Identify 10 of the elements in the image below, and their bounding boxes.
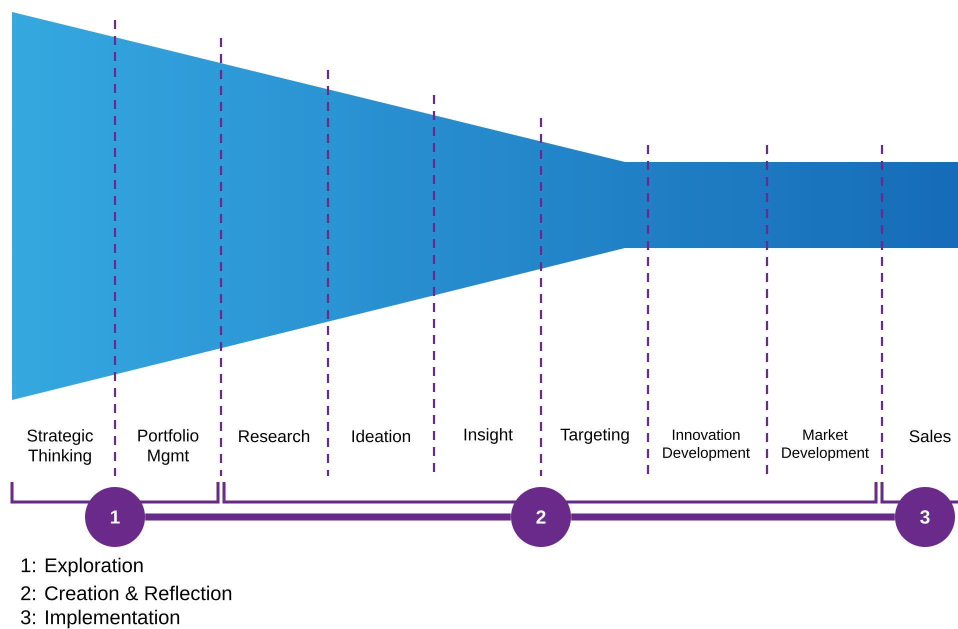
connector-line [571, 514, 895, 520]
legend-text: 3: Implementation [20, 610, 180, 628]
stage-label: Targeting [560, 428, 629, 444]
legend-text: 2: Creation & Reflection [21, 586, 232, 600]
stage-label: Research [239, 430, 310, 442]
connector-line [145, 514, 511, 520]
stage-label: Sales [910, 430, 951, 442]
stage-label: Ideation [352, 430, 410, 442]
stage-label: Portfolio Mgmt [138, 429, 198, 465]
stage-label: Innovation Development [663, 429, 750, 461]
